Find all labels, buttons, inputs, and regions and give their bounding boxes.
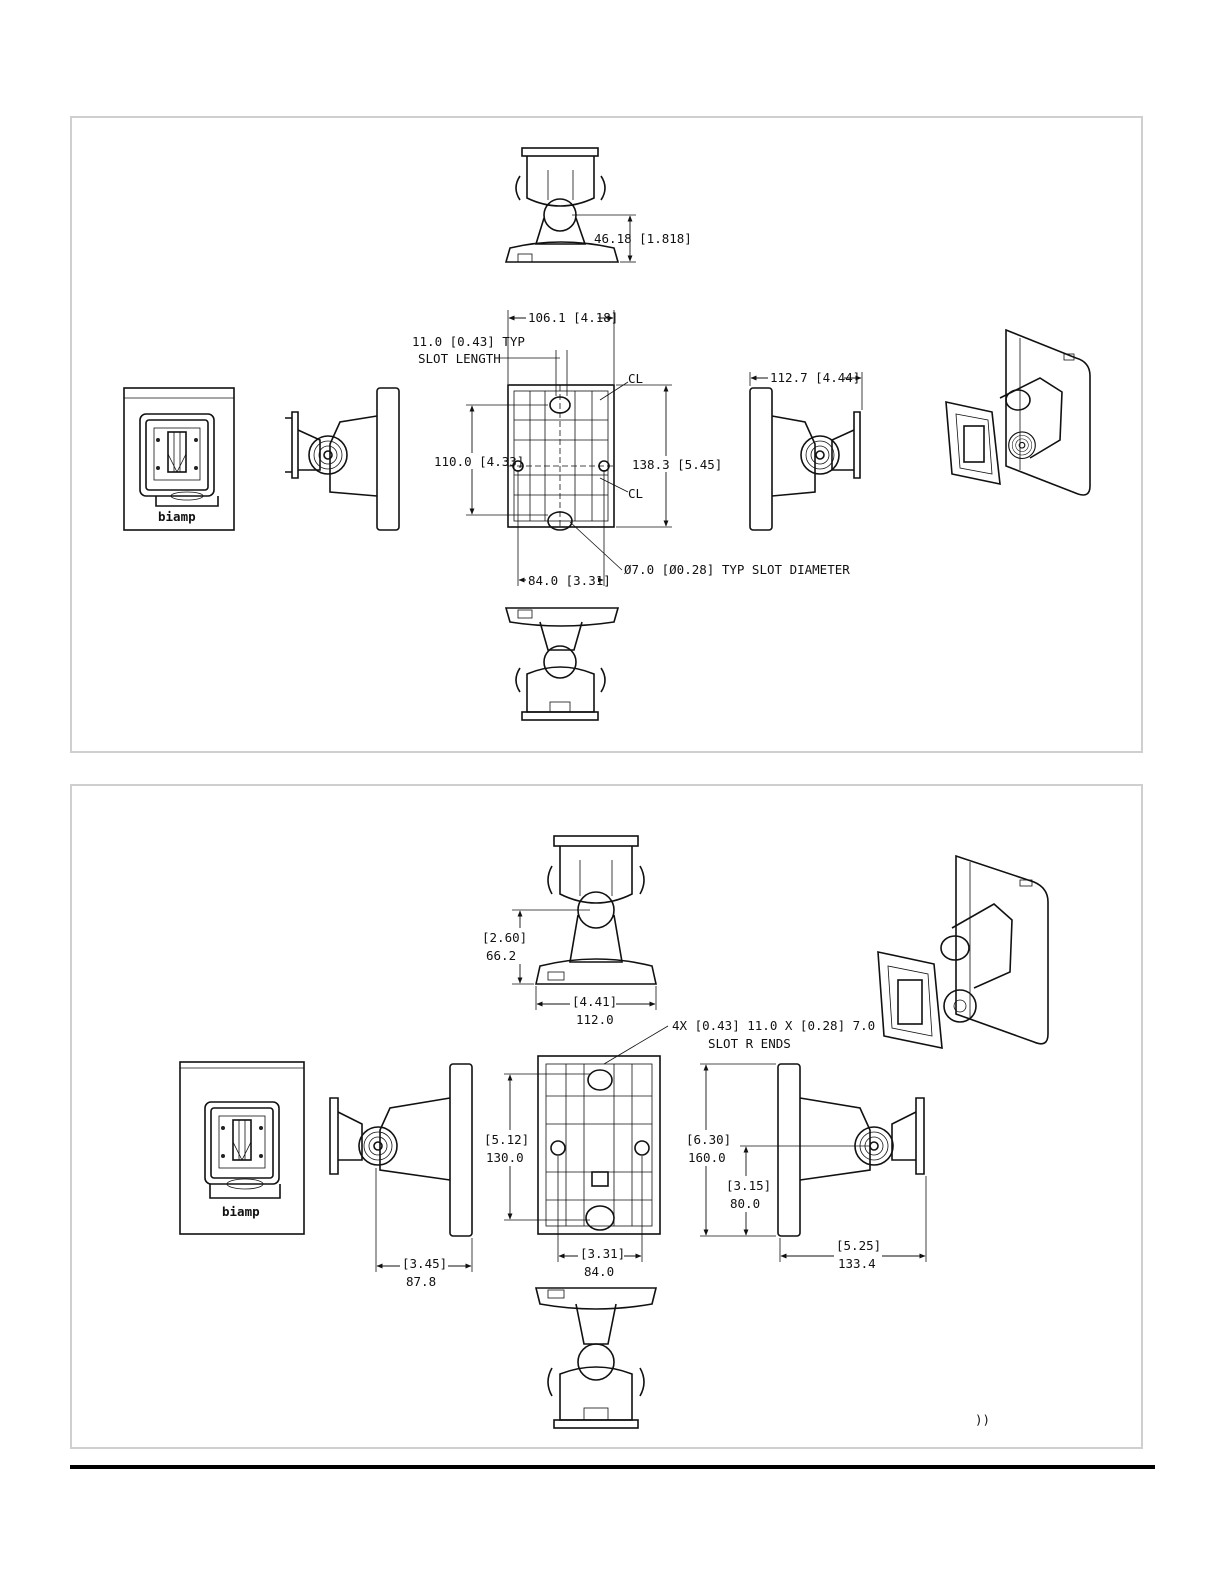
dim-spacing-in: [3.31]	[580, 1246, 625, 1261]
panel2-side-view-left: [3.45] 87.8	[330, 1064, 472, 1290]
dim-base-in: [4.41]	[572, 994, 617, 1009]
panel1-top-height-dim: 46.18 [1.818]	[572, 215, 692, 262]
dim-hole-spacing-h: 84.0 [3.31]	[528, 573, 611, 588]
dim-top-mm: 66.2	[486, 948, 516, 963]
dim-slot-length-2: SLOT LENGTH	[418, 351, 501, 366]
dim-top-height: 46.18 [1.818]	[594, 231, 692, 246]
panel1-iso-view	[946, 330, 1090, 495]
panel1-front-view: biamp	[124, 388, 234, 530]
biamp-logo-2: biamp	[222, 1204, 260, 1219]
panel2-iso-view	[878, 856, 1048, 1048]
slot-note-line-1: 4X [0.43] 11.0 X [0.28] 7.0	[672, 1018, 875, 1033]
panel2-bottom-view	[536, 1288, 656, 1428]
panel1-side-view-left	[285, 388, 399, 530]
dim-plate-height: 138.3 [5.45]	[632, 457, 722, 472]
dim-depth-r-in: [5.25]	[836, 1238, 881, 1253]
panel2-slot-note: 4X [0.43] 11.0 X [0.28] 7.0 SLOT R ENDS	[604, 1018, 875, 1064]
cl-label-top: CL	[628, 371, 643, 386]
slot-note-line-2: SLOT R ENDS	[708, 1036, 791, 1051]
dim-plate-h-mm: 130.0	[486, 1150, 524, 1165]
panel2-top-dims: [2.60] 66.2 [4.41] 112.0	[480, 910, 656, 1028]
dim-depth-r-mm: 133.4	[838, 1256, 876, 1271]
dim-slot-length-1: 11.0 [0.43] TYP	[412, 334, 525, 349]
dim-total-h-mm: 160.0	[688, 1150, 726, 1165]
dim-total-h-in: [6.30]	[686, 1132, 731, 1147]
dim-base-mm: 112.0	[576, 1012, 614, 1027]
dim-plate-width: 106.1 [4.18]	[528, 310, 618, 325]
panel1-plate-dims: 106.1 [4.18] 11.0 [0.43] TYP SLOT LENGTH…	[412, 309, 850, 588]
corner-mark: ))	[975, 1412, 990, 1427]
biamp-logo: biamp	[158, 509, 196, 524]
dim-half-mm: 80.0	[730, 1196, 760, 1211]
panel1-side-view-right: 112.7 [4.44]	[750, 369, 862, 530]
dim-hole-spacing-v: 110.0 [4.33]	[434, 454, 524, 469]
dim-plate-h-in: [5.12]	[484, 1132, 529, 1147]
dim-depth: 112.7 [4.44]	[770, 370, 860, 385]
dim-spacing-mm: 84.0	[584, 1264, 614, 1279]
dim-slot-diameter: Ø7.0 [Ø0.28] TYP SLOT DIAMETER	[624, 562, 850, 577]
panel2-front-view: biamp	[180, 1062, 304, 1234]
panel2-plate-dims: [5.12] 130.0 [3.31] 84.0	[482, 1074, 642, 1280]
dim-top-in: [2.60]	[482, 930, 527, 945]
panel2-side-view-right: [6.30] 160.0 [3.15] 80.0 [5.25] 133.4	[684, 1064, 926, 1272]
dim-half-in: [3.15]	[726, 1178, 771, 1193]
dim-depth-l-mm: 87.8	[406, 1274, 436, 1289]
cl-label-bottom: CL	[628, 486, 643, 501]
panel1-bottom-view	[506, 608, 618, 720]
dim-depth-l-in: [3.45]	[402, 1256, 447, 1271]
